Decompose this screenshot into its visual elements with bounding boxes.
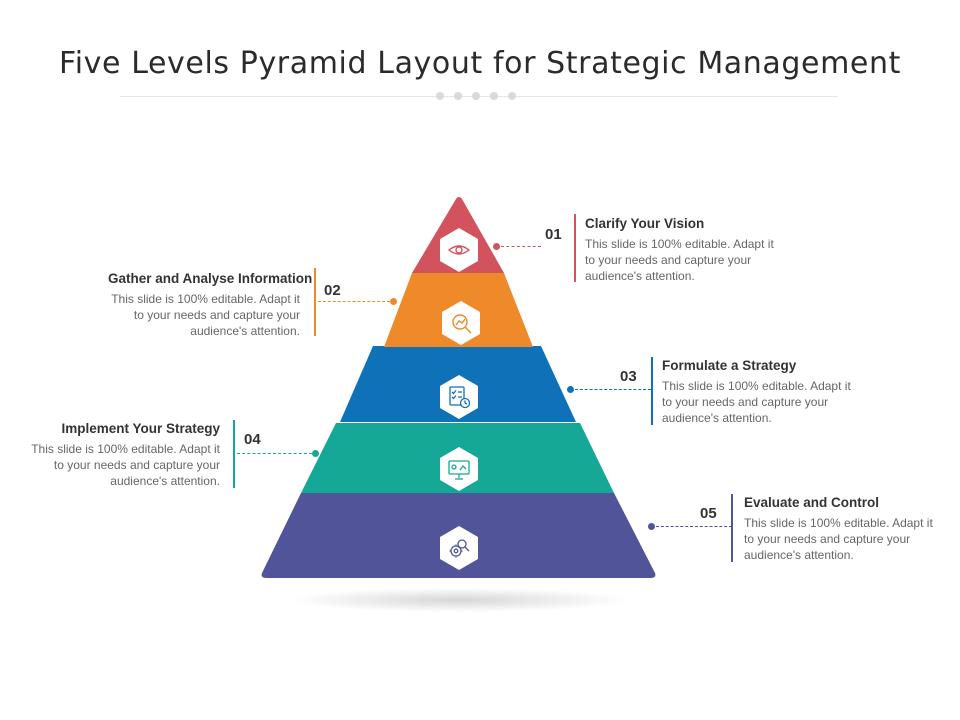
divider-dot xyxy=(454,92,462,100)
level-1-text-block: Clarify Your Vision This slide is 100% e… xyxy=(585,216,777,284)
level-5-icon-badge xyxy=(440,526,478,570)
level-4-heading: Implement Your Strategy xyxy=(61,421,220,436)
level-1-accent-bar xyxy=(574,214,576,282)
level-4-text-block: Implement Your Strategy This slide is 10… xyxy=(28,421,220,489)
level-3-connector-dot xyxy=(567,386,574,393)
pyramid-shadow xyxy=(288,588,628,612)
level-2-connector-dot xyxy=(390,298,397,305)
gear-magnifier-icon xyxy=(449,539,470,558)
slide-title: Five Levels Pyramid Layout for Strategic… xyxy=(59,46,901,81)
level-1-description: This slide is 100% editable. Adapt it to… xyxy=(585,237,774,283)
magnifier-chart-icon xyxy=(452,314,472,334)
level-2-text-block: Gather and Analyse Information This slid… xyxy=(108,271,313,339)
level-2-accent-bar xyxy=(314,268,316,336)
level-2-heading: Gather and Analyse Information xyxy=(108,271,313,286)
eye-icon xyxy=(447,245,471,255)
level-4-connector-line xyxy=(237,453,312,454)
level-3-icon-badge xyxy=(440,375,478,419)
level-2-connector-line xyxy=(318,301,390,302)
level-1-connector-line xyxy=(501,246,541,247)
level-2-number: 02 xyxy=(324,282,341,299)
level-1-number: 01 xyxy=(545,226,562,243)
level-1-connector-dot xyxy=(493,243,500,250)
level-4-number: 04 xyxy=(244,431,261,448)
level-3-text-block: Formulate a Strategy This slide is 100% … xyxy=(662,358,854,426)
checklist-clock-icon xyxy=(449,386,471,409)
divider-dot xyxy=(508,92,516,100)
divider-dot xyxy=(490,92,498,100)
divider-dot xyxy=(472,92,480,100)
level-5-text-block: Evaluate and Control This slide is 100% … xyxy=(744,495,936,563)
level-5-accent-bar xyxy=(731,494,733,562)
title-dots xyxy=(436,92,526,101)
level-1-heading: Clarify Your Vision xyxy=(585,216,705,231)
level-3-heading: Formulate a Strategy xyxy=(662,358,797,373)
level-4-accent-bar xyxy=(233,420,235,488)
level-3-number: 03 xyxy=(620,368,637,385)
level-4-icon-badge xyxy=(440,447,478,491)
level-4-connector-dot xyxy=(312,450,319,457)
level-2-description: This slide is 100% editable. Adapt it to… xyxy=(111,292,300,338)
level-5-description: This slide is 100% editable. Adapt it to… xyxy=(744,516,933,562)
level-3-connector-line xyxy=(575,389,651,390)
level-3-accent-bar xyxy=(651,357,653,425)
level-3-description: This slide is 100% editable. Adapt it to… xyxy=(662,379,851,425)
level-4-description: This slide is 100% editable. Adapt it to… xyxy=(31,442,220,488)
divider-dot xyxy=(436,92,444,100)
level-5-connector-dot xyxy=(648,523,655,530)
level-5-heading: Evaluate and Control xyxy=(744,495,880,510)
level-5-number: 05 xyxy=(700,505,717,522)
level-5-connector-line xyxy=(656,526,732,527)
presentation-board-icon xyxy=(448,460,470,480)
level-1-icon-badge xyxy=(440,228,478,272)
level-2-icon-badge xyxy=(442,301,480,345)
